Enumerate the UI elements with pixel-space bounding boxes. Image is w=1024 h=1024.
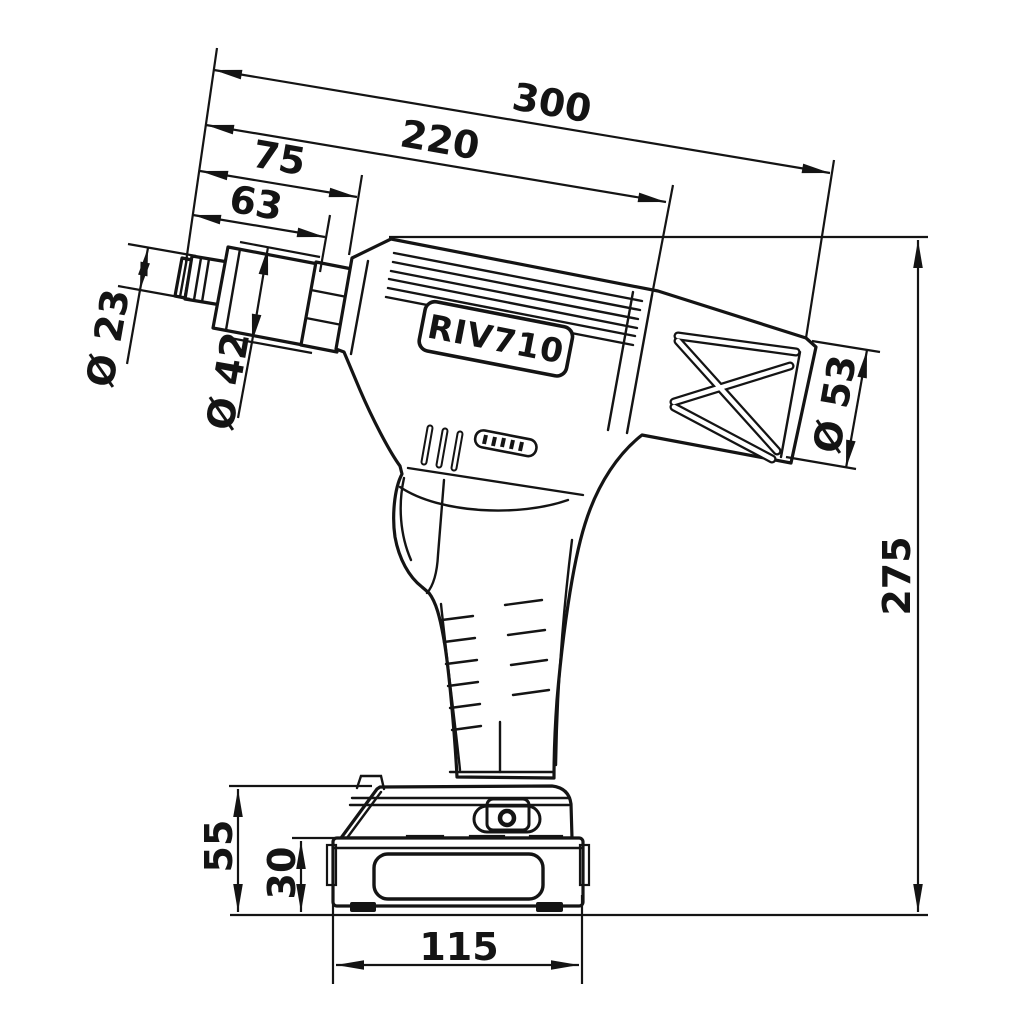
dim-label-30: 30 bbox=[260, 847, 304, 900]
dim-label-63: 63 bbox=[226, 177, 286, 230]
rear-cap-grooves bbox=[669, 331, 801, 464]
grip-details bbox=[439, 538, 574, 774]
dim-line-dia23 bbox=[138, 247, 150, 291]
vent-slats bbox=[420, 424, 464, 472]
dim-line-220 bbox=[205, 123, 667, 204]
dim-label-dia23: Ø 23 bbox=[78, 286, 138, 391]
dim-label-300: 300 bbox=[509, 74, 595, 131]
battery-foot bbox=[536, 902, 563, 912]
extension-lines bbox=[117, 47, 928, 984]
dim-line-dia42 bbox=[250, 246, 270, 343]
dim-line-75 bbox=[199, 169, 358, 199]
battery-pack bbox=[325, 836, 591, 912]
control-strip bbox=[473, 429, 538, 458]
battery-label-window bbox=[372, 852, 545, 901]
battery-foot bbox=[350, 902, 376, 912]
housing-and-handle bbox=[334, 237, 818, 780]
dim-label-275: 275 bbox=[875, 536, 919, 615]
model-plate bbox=[417, 299, 575, 378]
housing-top-ridges bbox=[384, 251, 644, 347]
battery-check-button bbox=[472, 804, 542, 834]
trigger bbox=[399, 476, 446, 595]
battery-mount bbox=[339, 774, 574, 849]
dim-label-dia42: Ø 42 bbox=[198, 329, 258, 434]
dim-line-300 bbox=[213, 68, 831, 175]
dim-line-63 bbox=[192, 213, 326, 239]
dim-label-dia53: Ø 53 bbox=[805, 352, 865, 457]
dim-label-55: 55 bbox=[197, 820, 241, 873]
tool-drawing: RIV710 bbox=[173, 237, 818, 912]
dimension-lines bbox=[125, 68, 923, 970]
battery-indicator-light bbox=[497, 808, 517, 828]
dim-label-75: 75 bbox=[249, 132, 309, 185]
dim-line-dia53 bbox=[844, 349, 869, 469]
dim-label-115: 115 bbox=[419, 925, 498, 969]
